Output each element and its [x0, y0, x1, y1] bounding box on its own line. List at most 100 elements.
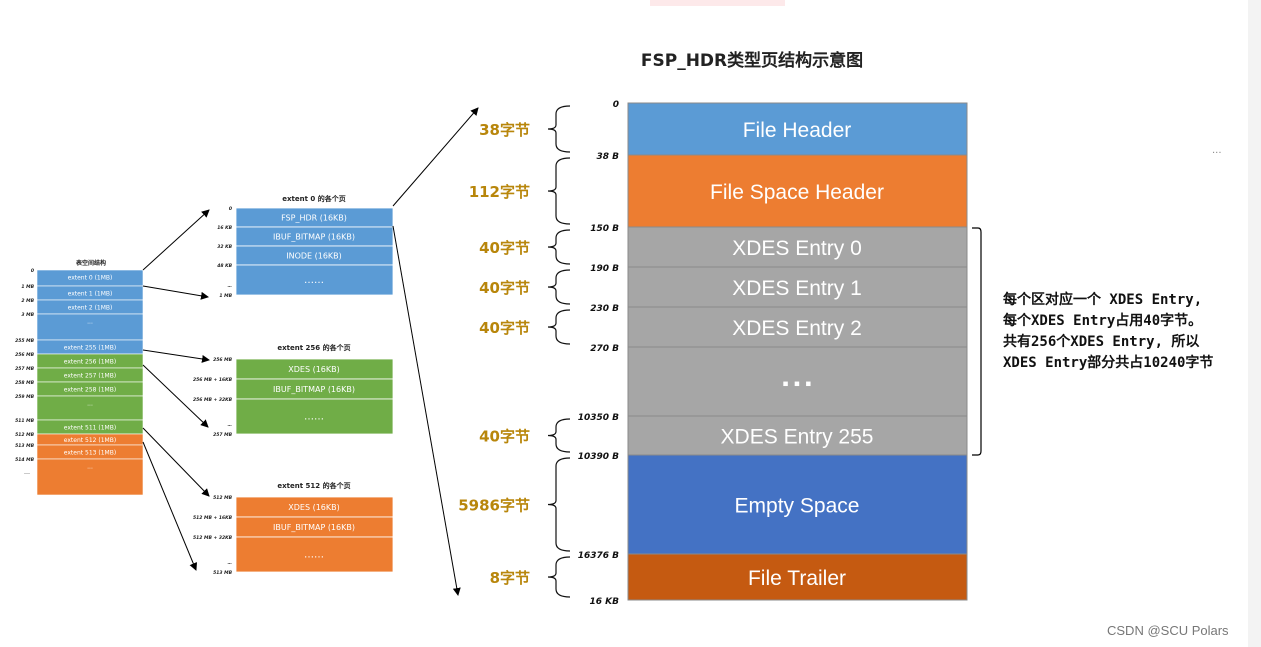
arrow-extent256-start: [142, 349, 210, 363]
size-brace: [547, 157, 571, 225]
table-space-offset: 258 MB: [15, 380, 34, 386]
offset-label: 270 B: [590, 344, 619, 354]
extent-page-offset: …: [228, 561, 233, 566]
offset-label: 10350 B: [578, 413, 619, 423]
extent-page-offset: 257 MB: [213, 432, 232, 438]
extent-page-offset: …: [228, 284, 233, 289]
page-row-label: XDES Entry 0: [732, 237, 862, 260]
offset-label: 190 B: [590, 264, 619, 274]
size-brace: [547, 309, 571, 345]
table-space-offset: 256 MB: [15, 352, 34, 358]
extent-page-row: [235, 398, 394, 435]
offset-label: 230 B: [590, 304, 619, 314]
page-row-label: File Trailer: [748, 567, 846, 590]
table-space-row-label: extent 257 (1MB): [64, 373, 116, 380]
offset-label: 150 B: [590, 224, 619, 234]
table-space-row-label: ...: [87, 319, 93, 326]
table-space-offset: 513 MB: [15, 443, 34, 449]
size-label: 40字节: [479, 279, 530, 297]
extent-page-offset: 512 MB: [213, 495, 232, 501]
extent-page-offset: 0: [229, 206, 232, 212]
table-space-title: 表空间结构: [75, 259, 106, 267]
page-row-label: XDES Entry 255: [721, 426, 874, 449]
size-label: 112字节: [469, 183, 530, 201]
size-label: 40字节: [479, 428, 530, 446]
size-brace: [547, 105, 571, 153]
scrollbar[interactable]: [1248, 0, 1261, 647]
table-space-row-label: ...: [87, 401, 93, 408]
table-space-offset: …: [24, 469, 30, 476]
size-label: 8字节: [490, 569, 530, 587]
description-line: 每个区对应一个 XDES Entry,: [1003, 292, 1203, 308]
page-row-label: Empty Space: [735, 495, 860, 518]
arrow-page-end: [392, 225, 461, 596]
table-space-offset: 514 MB: [15, 457, 34, 463]
page-row: [627, 454, 968, 555]
page-row: [627, 154, 968, 228]
corner-dots: ...: [1212, 145, 1222, 156]
table-space-offset: 512 MB: [15, 432, 34, 438]
table-space-row-label: extent 256 (1MB): [64, 359, 116, 366]
table-space-row-label: ...: [87, 464, 93, 471]
top-highlight-bar: [650, 0, 785, 6]
extent-page-offset: 256 MB + 32KB: [193, 397, 233, 403]
table-space-row-label: extent 255 (1MB): [64, 345, 116, 352]
offset-label: 16376 B: [578, 551, 619, 561]
description-line: XDES Entry部分共占10240字节: [1003, 355, 1214, 371]
extent-page-row: [235, 536, 394, 573]
extent-pages-title: extent 0 的各个页: [282, 194, 345, 203]
extent-page-offset: 48 KB: [217, 263, 232, 269]
extent-pages-group: extent 0 的各个页 FSP_HDR (16KB) IBUF_BITMAP (…: [217, 194, 394, 299]
extent-page-label: XDES (16KB): [288, 365, 339, 374]
diagram-title: FSP_HDR类型页结构示意图: [641, 50, 863, 71]
offset-label: 0: [613, 100, 619, 110]
extent-page-row: [235, 264, 394, 296]
extent-page-label: ……: [304, 275, 324, 286]
extent-page-offset: 256 MB + 16KB: [193, 377, 233, 383]
extent-page-offset: 256 MB: [213, 357, 232, 363]
page-row-label: XDES Entry 1: [732, 277, 862, 300]
size-brace: [547, 457, 571, 552]
table-space-row: [36, 458, 144, 496]
table-space-row-label: extent 512 (1MB): [64, 437, 116, 444]
page-row: [627, 415, 968, 456]
arrow-extent512-start: [142, 427, 210, 497]
table-space-row: [36, 313, 144, 341]
size-label: 40字节: [479, 319, 530, 337]
table-space-offset: 511 MB: [15, 418, 34, 424]
table-space-offset: 2 MB: [21, 298, 34, 304]
table-space-offset: 3 MB: [21, 312, 34, 318]
page-row: [627, 102, 968, 156]
page-row: [627, 553, 968, 601]
extent-page-offset: 16 KB: [217, 225, 232, 231]
table-space-row-label: extent 513 (1MB): [64, 450, 116, 457]
offset-label: 16 KB: [590, 597, 620, 607]
table-space-offset: 1 MB: [21, 284, 34, 290]
table-space-offset: 257 MB: [15, 366, 34, 372]
extent-page-label: IBUF_BITMAP (16KB): [273, 233, 355, 242]
arrow-page-start: [392, 107, 479, 207]
extent-page-offset: 512 MB + 32KB: [193, 535, 233, 541]
table-space-row: [36, 395, 144, 421]
size-brace: [547, 269, 571, 305]
arrow-extent0-start: [142, 209, 210, 271]
xdes-right-bracket: [972, 227, 982, 456]
extent-page-label: ……: [304, 550, 324, 561]
arrow-extent0-end: [142, 285, 209, 300]
page-row-label: File Header: [743, 119, 852, 142]
extent-page-label: FSP_HDR (16KB): [281, 214, 347, 223]
offset-label: 38 B: [596, 152, 619, 162]
table-space-row-label: extent 511 (1MB): [64, 425, 116, 432]
page-row: [627, 306, 968, 348]
watermark: CSDN @SCU Polars: [1107, 623, 1229, 638]
xdes-description: 每个区对应一个 XDES Entry, 每个XDES Entry占用40字节。 …: [1003, 290, 1213, 374]
page-row: [627, 346, 968, 417]
arrow-extent256-end: [142, 364, 209, 428]
table-space-offset: 255 MB: [15, 338, 34, 344]
extent-page-label: ……: [304, 412, 324, 423]
description-line: 共有256个XDES Entry, 所以: [1003, 334, 1200, 350]
offset-label: 10390 B: [578, 452, 619, 462]
